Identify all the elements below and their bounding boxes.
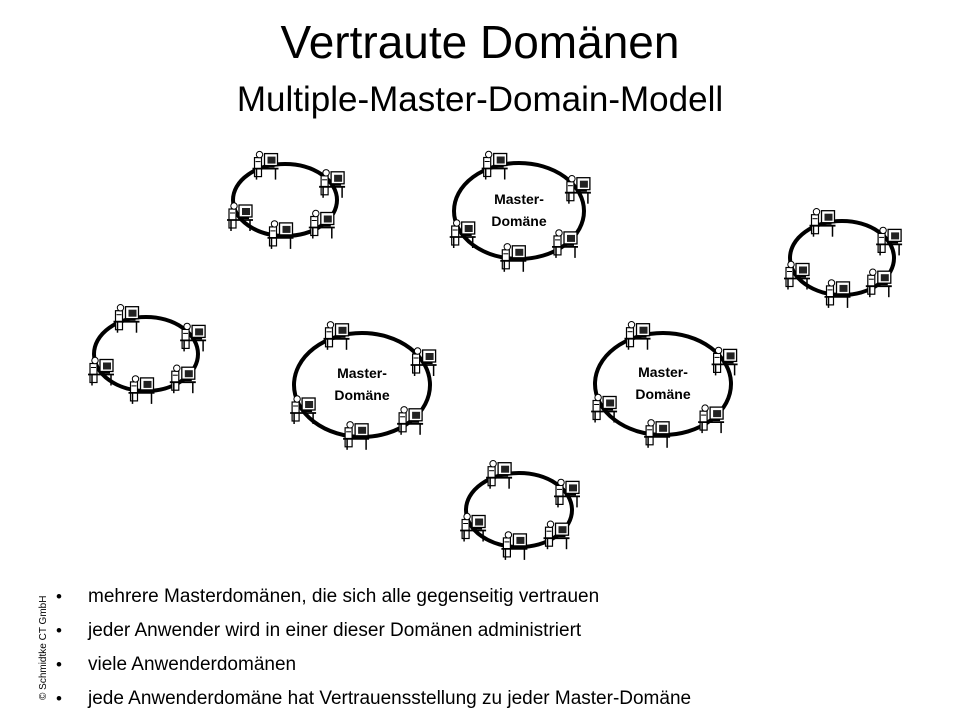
- computer-workstation-icon: [127, 374, 156, 405]
- bullet-dot: •: [56, 689, 62, 708]
- master-domain-label: Domäne: [491, 213, 546, 229]
- user-domain: [783, 207, 903, 309]
- master-domain-label: Master-: [494, 191, 544, 207]
- bullet-dot: •: [56, 621, 62, 640]
- domain-ring: [452, 161, 586, 261]
- bullet-dot: •: [56, 655, 62, 674]
- bullet-dot: •: [56, 587, 62, 606]
- computer-workstation-icon: [551, 228, 579, 259]
- master-domain-label: Master-: [638, 364, 688, 380]
- computer-workstation-icon: [823, 278, 852, 309]
- computer-workstation-icon: [808, 207, 837, 238]
- master-domain-label: Domäne: [635, 386, 690, 402]
- computer-workstation-icon: [875, 226, 903, 257]
- master-domain-label: Domäne: [334, 387, 389, 403]
- computer-workstation-icon: [251, 150, 280, 181]
- copyright-notice: © Schmidtke CT GmbH: [38, 595, 49, 700]
- computer-workstation-icon: [318, 168, 347, 199]
- computer-workstation-icon: [266, 219, 295, 250]
- computer-workstation-icon: [485, 459, 513, 490]
- master-domain: Master- Domäne: [448, 150, 592, 273]
- bullet-list: •mehrere Masterdomänen, die sich alle ge…: [56, 580, 691, 716]
- computer-workstation-icon: [553, 478, 581, 509]
- master-domain: Master- Domäne: [289, 320, 438, 451]
- user-domain: [87, 303, 208, 405]
- bullet-item: •mehrere Masterdomänen, die sich alle ge…: [56, 580, 691, 614]
- bullet-item: •jeder Anwender wird in einer dieser Dom…: [56, 614, 691, 648]
- computer-workstation-icon: [864, 268, 893, 299]
- computer-workstation-icon: [342, 420, 371, 451]
- bullet-item: •jede Anwenderdomäne hat Vertrauensstell…: [56, 682, 691, 716]
- user-domain: [459, 459, 581, 561]
- computer-workstation-icon: [500, 530, 529, 561]
- computer-workstation-icon: [168, 364, 197, 395]
- computer-workstation-icon: [697, 403, 725, 435]
- computer-workstation-icon: [564, 174, 592, 205]
- computer-workstation-icon: [542, 520, 571, 551]
- computer-workstation-icon: [179, 322, 208, 353]
- page-subtitle: Multiple-Master-Domain-Modell: [236, 80, 724, 119]
- master-domain-label: Master-: [337, 365, 387, 381]
- computer-workstation-icon: [112, 303, 141, 334]
- computer-workstation-icon: [409, 346, 438, 377]
- bullet-item: •viele Anwenderdomänen: [56, 648, 691, 682]
- computer-workstation-icon: [322, 320, 351, 351]
- computer-workstation-icon: [396, 405, 425, 436]
- computer-workstation-icon: [480, 150, 509, 181]
- computer-workstation-icon: [307, 209, 336, 240]
- page-title: Vertraute Domänen: [280, 16, 680, 68]
- computer-workstation-icon: [643, 418, 671, 449]
- computer-workstation-icon: [623, 320, 652, 351]
- computer-workstation-icon: [499, 242, 528, 273]
- computer-workstation-icon: [710, 346, 739, 377]
- user-domain: [226, 150, 347, 250]
- master-domain: Master- Domäne: [590, 320, 739, 449]
